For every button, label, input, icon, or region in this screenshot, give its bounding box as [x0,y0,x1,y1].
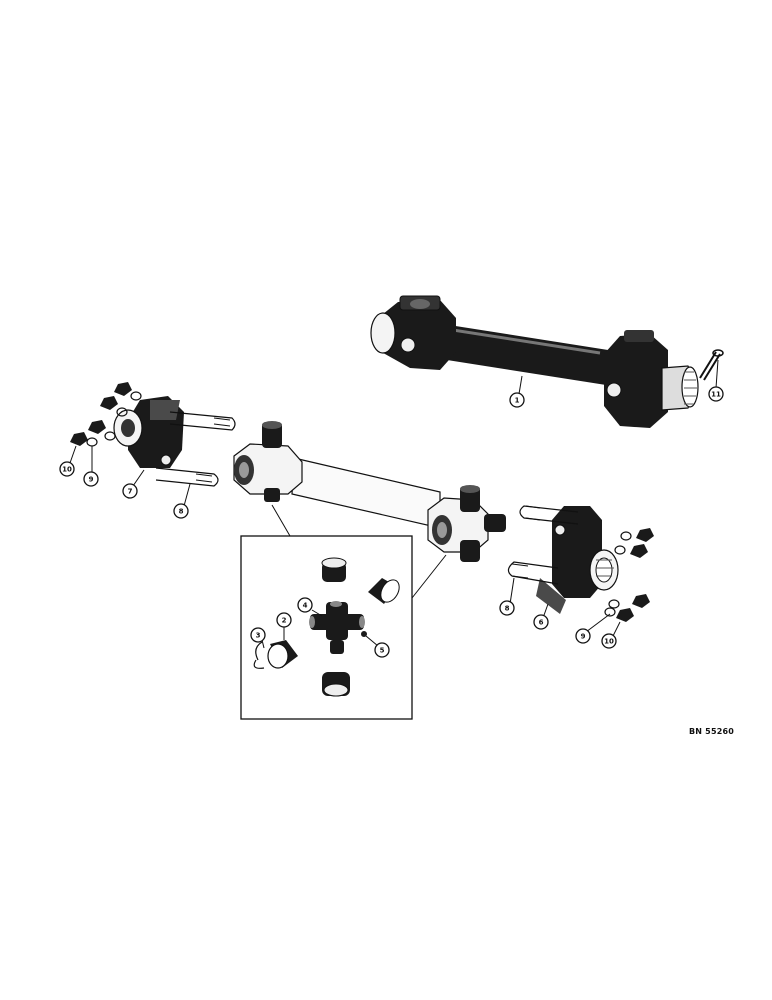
right-nuts-washers [604,528,654,622]
callout-8-left-label: 8 [179,508,184,516]
callout-5-label: 5 [380,647,385,655]
callout-10-left: 10 [59,461,75,477]
assembled-drive-shaft [370,295,699,428]
callout-5: 5 [374,642,390,658]
callout-11-label: 11 [711,391,721,399]
cotter-pin [699,349,724,381]
callout-4: 4 [297,597,313,613]
callout-8-right-label: 8 [505,605,510,613]
callout-10-right-label: 10 [604,638,614,646]
callout-3-label: 3 [256,632,261,640]
left-end-yoke [113,396,184,468]
left-u-bolts [155,411,236,487]
reference-code: BN 55260 [689,727,735,736]
callout-11: 11 [708,386,724,402]
callout-8-left: 8 [173,503,189,519]
right-end-yoke [536,506,619,614]
callout-7-label: 7 [128,488,133,496]
callout-2: 2 [276,612,292,628]
callout-9-right: 9 [575,628,591,644]
callout-10-right: 10 [601,633,617,649]
callout-1-label: 1 [515,397,520,405]
callout-6: 6 [533,614,549,630]
callout-7: 7 [122,483,138,499]
callout-4-label: 4 [303,602,308,610]
right-u-bolts [507,505,579,585]
callout-9-left-label: 9 [89,476,94,484]
callout-6-label: 6 [539,619,544,627]
callout-9-left: 9 [83,471,99,487]
center-shaft-tube [233,421,506,562]
callout-2-label: 2 [282,617,287,625]
callout-1: 1 [509,392,525,408]
inset-parts [253,557,400,697]
callout-10-left-label: 10 [62,466,72,474]
callout-9-right-label: 9 [581,633,586,641]
left-nuts-washers [70,382,142,447]
callout-3: 3 [250,627,266,643]
callout-8-right: 8 [499,600,515,616]
